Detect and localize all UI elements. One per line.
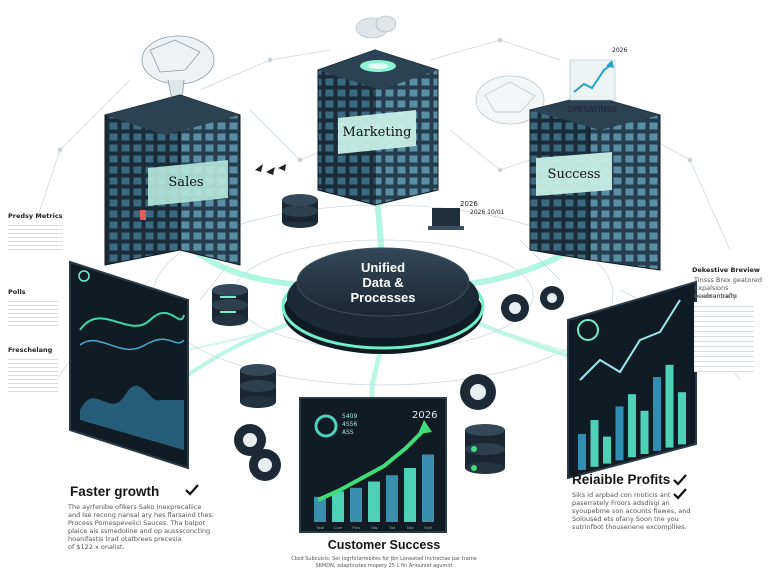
center-bar-chart: [314, 454, 434, 522]
mid-year-label: 2026: [460, 200, 478, 208]
faster-growth-heading: Faster growth: [70, 484, 160, 499]
faster-growth-body-2: and lse recong nansal ary hes flarsaind …: [68, 511, 214, 519]
right-bar: [578, 434, 586, 470]
reliable-profits-heading: Reiaible Profits: [572, 472, 671, 487]
database-icon-4: [465, 424, 505, 474]
center-stat-1: 5409: [342, 413, 357, 420]
center-bar: [422, 454, 434, 522]
database-icon-1: [282, 194, 318, 228]
marketing-label: Marketing: [343, 125, 412, 140]
center-year: 2026: [412, 410, 437, 421]
cloud-icon: [355, 15, 397, 39]
year-sign: 2026: [612, 47, 627, 54]
mid-code-label: 2026 10/01: [470, 209, 505, 216]
hub-line-3: Processes: [350, 290, 415, 305]
right-panel-line-3: beafnanbafly: [694, 292, 737, 300]
reliable-profits-body-3: syoupebme son acounts fiawes, and: [572, 507, 691, 515]
center-tablet: [299, 397, 447, 533]
right-bar: [653, 377, 661, 451]
center-bar: [332, 491, 344, 522]
center-category-label: Fies: [352, 525, 360, 530]
center-category-labels: Tesli Cure Fies Tais Tod Tald Surll: [316, 525, 432, 530]
reliable-profits-body-2: paserrately Froors adsdisgi an: [572, 499, 670, 507]
right-bar: [678, 392, 686, 445]
right-panel-lines: [694, 302, 754, 372]
operations-sign: OPESATINSS: [567, 105, 617, 114]
customer-success-body-1: Cbsd Subcuicis: Ser logrfotarrebites for…: [291, 556, 477, 562]
reliable-profits-body-1: Siks id arpbad con rnoticis ant: [572, 491, 671, 499]
hub-line-2: Data &: [362, 275, 403, 290]
center-bar: [368, 481, 380, 522]
right-bar: [615, 406, 624, 461]
right-bar: [590, 420, 599, 467]
reliable-profits-body-4: Soloused ets ofany Soon tne you: [572, 515, 679, 523]
left-panel-title-1: Predsy Metrics: [8, 212, 63, 220]
bird-icon: [255, 164, 286, 175]
center-stat-3: ASS: [342, 429, 354, 436]
reliable-profits-body-5: sutrinfbot thousenene excompllies.: [572, 523, 687, 531]
center-category-label: Tesli: [316, 525, 324, 530]
left-tablet: [69, 260, 189, 470]
faster-growth-body-1: The ayrfenibe ofikers Sako inexprecaliic…: [68, 503, 202, 511]
center-bar: [350, 487, 362, 522]
left-panel-lines-1: [8, 222, 63, 252]
center-category-label: Tais: [370, 525, 377, 530]
left-panel-lines-2: [8, 298, 58, 328]
success-tower: [529, 59, 661, 271]
faster-growth-body-5: hoanifastis trad otatbrees precesia: [68, 535, 182, 543]
right-panel-line-2: Expalsions ecoorumrwm: [694, 284, 737, 300]
center-category-label: Surll: [424, 525, 432, 530]
customer-success-heading: Customer Success: [327, 538, 441, 552]
right-bar: [665, 364, 674, 448]
right-bar: [628, 394, 636, 458]
center-category-label: Tald: [406, 525, 413, 530]
database-icon-3: [240, 364, 276, 408]
sales-tower: [104, 94, 241, 266]
hub-line-1: Unified: [361, 260, 405, 275]
brain-icon-left: [141, 35, 215, 101]
center-stat-2: 4S56: [342, 421, 357, 428]
laptop-icon: [428, 208, 464, 230]
check-icons: [185, 474, 687, 500]
success-label: Success: [548, 167, 601, 182]
center-bar: [386, 475, 398, 522]
marketing-tower: [317, 49, 439, 206]
faster-growth-body-6: of $122 x onalist.: [68, 543, 125, 551]
gear-icon-2: [460, 374, 496, 410]
left-panel-title-3: Freschelang: [8, 346, 53, 354]
brain-icon-right: [475, 75, 545, 125]
right-panel-title: Dekestive Breview: [692, 266, 760, 274]
left-panel-lines-3: [8, 356, 58, 392]
right-bar: [640, 410, 649, 454]
center-bar: [404, 468, 416, 522]
center-category-label: Cure: [334, 525, 343, 530]
customer-success-body-2: SKMDN, adaptinstes mopery 25 L fin Arlou…: [315, 563, 453, 569]
right-panel-line-1: Tinsss Brex geatored: [694, 276, 762, 284]
left-panel-title-2: Polls: [8, 288, 26, 296]
center-category-label: Tod: [389, 525, 395, 530]
right-bar-chart: [578, 364, 686, 470]
right-bar: [603, 436, 611, 464]
hub-platform: [281, 247, 485, 354]
faster-growth-body-3: Process Pomespeveiici Sauces. Tha balpot: [68, 519, 206, 527]
database-icon-2: [212, 284, 248, 326]
sales-label: Sales: [168, 175, 203, 190]
right-tablet: [567, 280, 697, 480]
gear-icon-3: [234, 424, 281, 481]
center-bar: [314, 496, 326, 522]
gear-icon-1: [501, 286, 564, 322]
faster-growth-body-4: plaice ais ssmedoline and op ausssconcti…: [68, 527, 211, 535]
